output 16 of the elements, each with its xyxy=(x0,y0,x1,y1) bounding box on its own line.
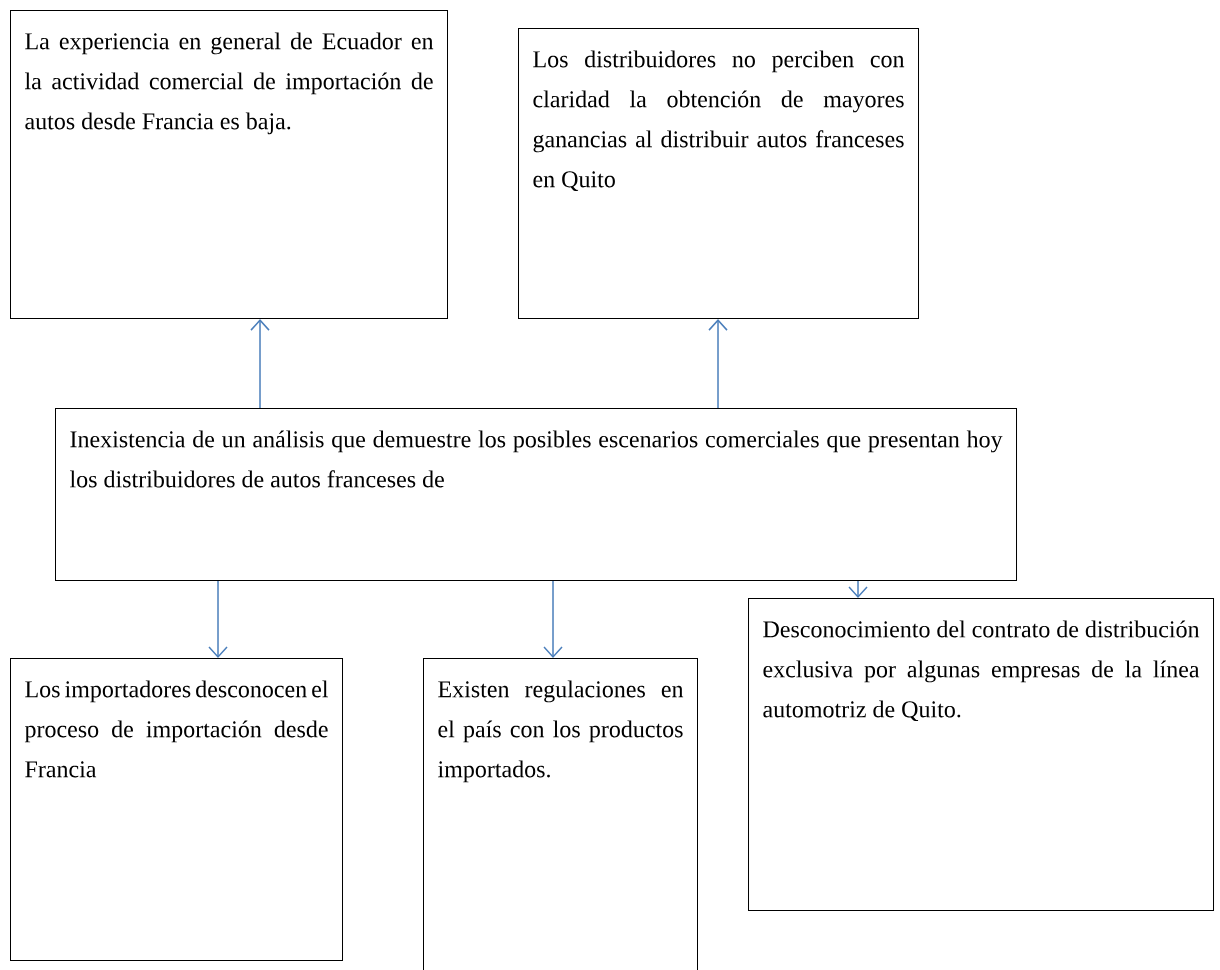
text-box xyxy=(748,598,1214,911)
text-box xyxy=(423,658,698,970)
box-text: Los distribuidores no perciben con claridad la obtención de mayores ganancias al distribuir autos franceses en Quito xyxy=(533,50,905,192)
box-text: La experiencia en general de Ecuador en la actividad comercial de importación de autos desde Francia es baja. xyxy=(25,32,434,135)
text-box xyxy=(518,28,919,319)
box-text: Desconocimiento del contrato de distribución exclusiva por algunas empresas de la línea automotriz de Quito. xyxy=(763,620,1200,722)
box-text: Inexistencia de un análisis que demuestre los posibles escenarios comerciales que presentan hoy los distribuidores de autos franceses de xyxy=(70,430,1003,488)
arrow xyxy=(708,319,728,409)
box-text: Los importadores desconocen el proceso de importación desde Francia xyxy=(24,680,329,778)
arrow xyxy=(543,580,563,658)
arrow xyxy=(250,319,270,409)
box-text: Existen regulaciones en el país con los productos importados. xyxy=(438,680,684,783)
arrow xyxy=(208,580,228,658)
text-box xyxy=(55,408,1017,581)
text-box xyxy=(10,10,448,319)
text-box xyxy=(10,658,343,961)
